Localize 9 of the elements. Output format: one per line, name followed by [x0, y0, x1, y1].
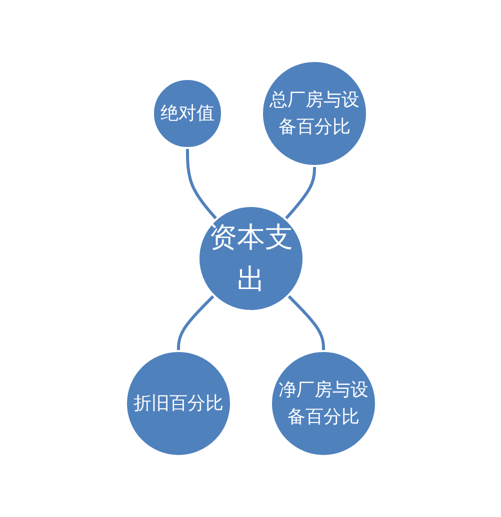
node-circle: 资本支出	[197, 205, 304, 312]
connector	[176, 294, 214, 351]
connector	[286, 294, 324, 351]
connector	[284, 166, 316, 220]
node-circle: 绝对值	[152, 78, 222, 149]
node-circle: 折旧百分比	[124, 350, 232, 457]
node-circle: 总厂房与设备百分比	[260, 60, 368, 167]
node-circle: 净厂房与设备百分比	[270, 350, 376, 457]
connector	[186, 148, 218, 220]
